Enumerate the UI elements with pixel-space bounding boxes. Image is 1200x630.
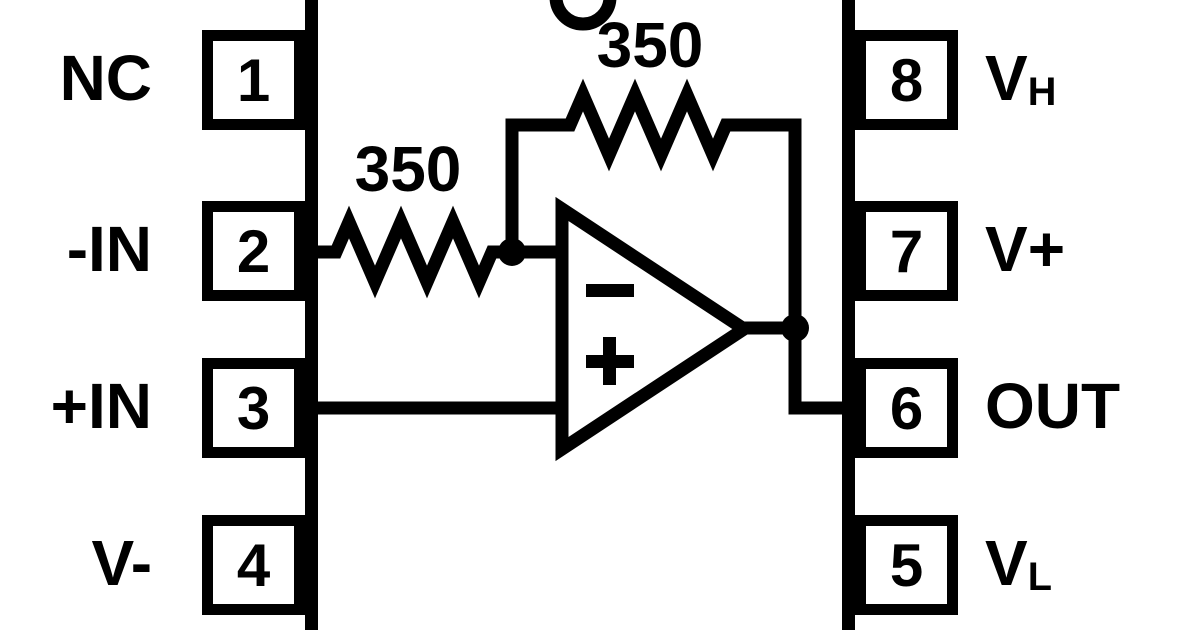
pin-number: 5 bbox=[889, 531, 924, 599]
pin-label-v-minus: V- bbox=[91, 527, 152, 599]
pin-box-5: 5 bbox=[855, 515, 958, 615]
opamp-triangle bbox=[555, 196, 756, 462]
pin-number: 7 bbox=[889, 217, 924, 285]
pin-number: 6 bbox=[889, 374, 924, 442]
feedback-resistor-value: 350 bbox=[596, 9, 704, 81]
pin-box-8: 8 bbox=[855, 30, 958, 130]
pin-box-7: 7 bbox=[855, 201, 958, 301]
pin-label-plus-in: +IN bbox=[50, 370, 152, 442]
opamp-plus-icon bbox=[586, 337, 634, 385]
pin-number: 8 bbox=[889, 46, 924, 114]
pin-number: 2 bbox=[236, 217, 271, 285]
input-resistor-value: 350 bbox=[354, 133, 462, 205]
pin-label-vh: VH bbox=[985, 42, 1057, 114]
pin-number: 4 bbox=[236, 531, 271, 599]
junction-dot-output bbox=[781, 314, 809, 342]
pin-number: 1 bbox=[236, 46, 271, 114]
pin-label-minus-in: -IN bbox=[66, 213, 152, 285]
pin-box-6: 6 bbox=[855, 358, 958, 458]
opamp-minus-icon bbox=[586, 284, 634, 297]
pin-box-1: 1 bbox=[202, 30, 305, 130]
pin-box-4: 4 bbox=[202, 515, 305, 615]
pin-label-out: OUT bbox=[985, 370, 1121, 442]
input-resistor bbox=[305, 205, 512, 299]
pin-number: 3 bbox=[236, 374, 271, 442]
pin-box-2: 2 bbox=[202, 201, 305, 301]
pin-label-nc: NC bbox=[59, 42, 152, 114]
pin-label-vl: VL bbox=[985, 527, 1052, 599]
junction-dot-input bbox=[498, 238, 526, 266]
output-wire bbox=[740, 321, 856, 415]
pin-box-3: 3 bbox=[202, 358, 305, 458]
pin-label-v-plus: V+ bbox=[985, 213, 1066, 285]
ic-body-edge-left bbox=[305, 0, 318, 630]
feedback-resistor bbox=[505, 78, 802, 328]
ic-body-edge-right bbox=[842, 0, 855, 630]
